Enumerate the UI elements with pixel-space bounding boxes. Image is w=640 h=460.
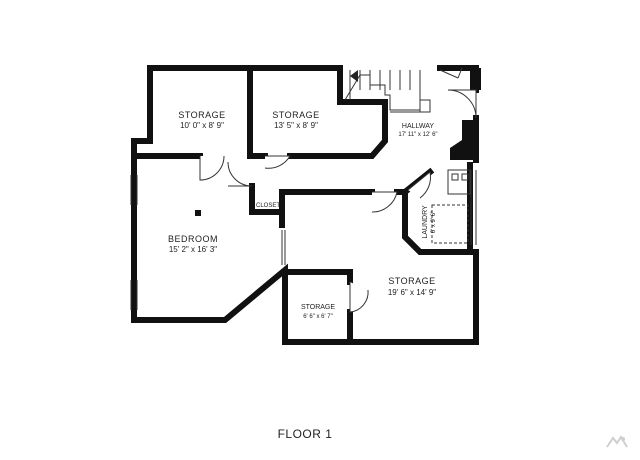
laundry-appliances — [431, 169, 471, 244]
watermark-logo-icon — [606, 435, 628, 448]
staircase — [344, 70, 431, 113]
hallway-name: HALLWAY — [402, 123, 434, 130]
doors — [199, 67, 477, 313]
storage-d-dims: 6' 6" x 6' 7" — [303, 314, 333, 320]
floor-label: FLOOR 1 — [277, 427, 333, 441]
bedroom-name: BEDROOM — [168, 234, 218, 244]
storage-b-dims: 13' 5" x 8' 9" — [274, 121, 318, 130]
laundry-name: LAUNDRY — [422, 205, 429, 239]
windows — [130, 170, 477, 310]
storage-a-dims: 10' 0" x 8' 9" — [180, 121, 224, 130]
bedroom-dims: 15' 2" x 16' 3" — [169, 245, 217, 254]
storage-c-name: STORAGE — [388, 276, 435, 286]
walls — [131, 65, 481, 345]
closet-name: CLOSET — [256, 203, 280, 209]
storage-b-name: STORAGE — [272, 110, 319, 120]
storage-c-dims: 19' 6" x 14' 9" — [388, 288, 436, 297]
storage-d-name: STORAGE — [301, 304, 335, 311]
laundry-dims: 6' x 9' 6" — [431, 211, 437, 233]
hallway-dims: 17' 11" x 12' 6" — [398, 132, 437, 138]
column-marker — [195, 210, 201, 216]
storage-a-name: STORAGE — [178, 110, 225, 120]
